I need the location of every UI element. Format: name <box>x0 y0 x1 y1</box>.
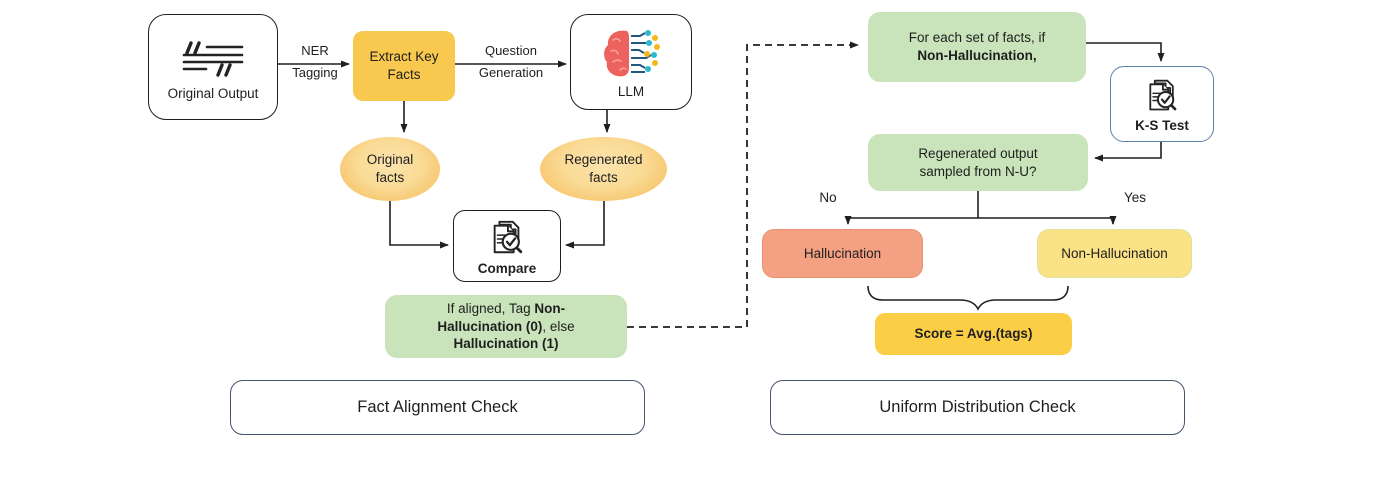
compare-node: Compare <box>453 210 561 282</box>
for-each-facts-line2: Non-Hallucination, <box>917 48 1037 63</box>
for-each-facts-node: For each set of facts, if Non-Hallucinat… <box>868 12 1086 82</box>
doc-check-icon <box>493 220 523 253</box>
edge-regenfacts-to-compare <box>565 201 605 249</box>
align-tag-node: If aligned, Tag Non- Hallucination (0), … <box>385 295 627 358</box>
align-tag-line2: Hallucination (0), else <box>437 318 575 334</box>
compare-label: Compare <box>477 260 537 276</box>
branch-yes-label: Yes <box>1123 190 1147 205</box>
align-tag-line1: If aligned, Tag Non- <box>446 301 566 317</box>
regenerated-facts-label: Regenerated <box>564 152 643 168</box>
regen-sampled-line1: Regenerated output <box>918 145 1038 161</box>
doc-check-icon <box>1149 79 1177 111</box>
fact-alignment-check-label: Fact Alignment Check <box>230 380 645 435</box>
llm-node: LLM <box>570 14 692 110</box>
original-output-node: Original Output <box>148 14 278 120</box>
llm-label: LLM <box>617 83 645 99</box>
hallucination-node: Hallucination <box>762 229 923 278</box>
ks-test-node: K-S Test <box>1110 66 1214 142</box>
align-tag-line3: Hallucination (1) <box>453 336 559 352</box>
edge-dashed-align-to-foreach <box>627 41 859 328</box>
question-generation-edge-label: Question Generation <box>478 43 544 80</box>
original-facts-label: Original <box>366 152 414 168</box>
branch-no-label: No <box>819 190 837 205</box>
extract-key-facts-label: Extract Key <box>369 49 439 65</box>
for-each-facts-line1: For each set of facts, if <box>908 30 1046 46</box>
edge-foreach-to-kstest <box>1086 42 1165 62</box>
quote-text-icon <box>182 41 244 77</box>
non-hallucination-node: Non-Hallucination <box>1037 229 1192 278</box>
ks-test-label: K-S Test <box>1135 117 1189 133</box>
uniform-distribution-check-label: Uniform Distribution Check <box>770 380 1185 435</box>
extract-key-facts-node: Extract Key Facts <box>353 31 455 101</box>
ner-tagging-edge-label: NER Tagging <box>292 43 338 80</box>
regenerated-facts-node: Regenerated facts <box>540 137 667 201</box>
edge-kstest-to-regenbox <box>1094 142 1162 162</box>
underbrace <box>867 285 1069 311</box>
original-facts-node: Original facts <box>340 137 440 201</box>
original-output-label: Original Output <box>167 85 259 101</box>
brain-icon <box>604 29 660 77</box>
edge-originalfacts-to-compare <box>389 201 449 249</box>
regen-sampled-line2: sampled from N-U? <box>919 163 1037 179</box>
score-node: Score = Avg.(tags) <box>875 313 1072 355</box>
regen-sampled-node: Regenerated output sampled from N-U? <box>868 134 1088 191</box>
